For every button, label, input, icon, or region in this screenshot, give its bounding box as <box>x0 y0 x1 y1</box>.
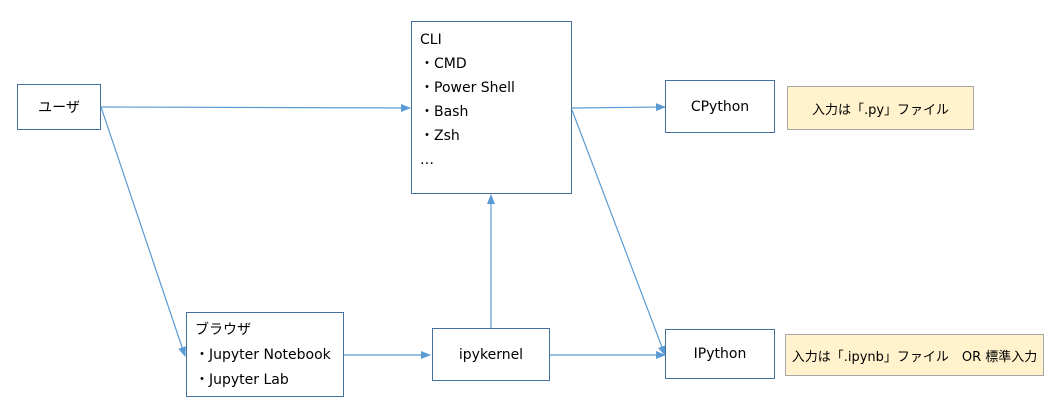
node-user-label: ユーザ <box>38 100 80 116</box>
node-ipykernel-label: ipykernel <box>458 346 524 363</box>
node-ipython: IPython <box>665 329 775 379</box>
arrow-cli-to-cpython <box>571 103 666 112</box>
node-cpython: CPython <box>665 80 775 133</box>
node-cli-item: ・Zsh <box>420 128 460 144</box>
node-browser: ブラウザ ・Jupyter Notebook ・Jupyter Lab <box>186 312 344 397</box>
node-user: ユーザ <box>17 84 101 130</box>
node-cli-title: CLI <box>420 32 442 48</box>
node-cli-item: … <box>420 152 434 168</box>
node-cli-item: ・Bash <box>420 104 469 120</box>
node-browser-item: ・Jupyter Lab <box>195 372 289 388</box>
note-ipython-input-text: 入力は「.ipynb」ファイル OR 標準入力 <box>791 349 1038 365</box>
arrow-user-to-browser <box>100 106 186 357</box>
node-cli-item: ・CMD <box>420 56 467 72</box>
node-ipykernel: ipykernel <box>432 328 550 381</box>
note-ipython-input: 入力は「.ipynb」ファイル OR 標準入力 <box>785 334 1044 376</box>
note-cpython-input: 入力は「.py」ファイル <box>787 86 974 130</box>
node-cli-item: ・Power Shell <box>420 80 515 96</box>
node-browser-title: ブラウザ <box>195 322 251 338</box>
node-cpython-label: CPython <box>690 98 750 115</box>
node-browser-item: ・Jupyter Notebook <box>195 347 331 363</box>
node-ipython-label: IPython <box>693 346 747 362</box>
note-cpython-input-text: 入力は「.py」ファイル <box>811 102 950 118</box>
arrow-user-to-cli <box>100 103 411 112</box>
arrow-cli-to-ipython <box>571 109 666 356</box>
node-cli: CLI ・CMD ・Power Shell ・Bash ・Zsh … <box>411 21 572 194</box>
